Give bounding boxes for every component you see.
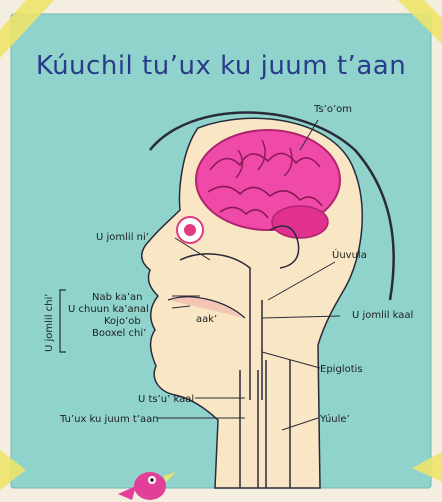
label-u-chuun: U chuun ka’anal: [68, 304, 149, 315]
label-nasal-cavity: U jomlil ni’: [96, 232, 149, 243]
label-oral-cavity-group: U jomlil chi’: [44, 294, 55, 352]
label-uvula: Úuvula: [332, 248, 367, 261]
label-aak: aak’: [196, 314, 217, 325]
label-trachea: Tu’ux ku juum t’aan: [59, 414, 159, 425]
diagram-title: Kúuchil tu’ux ku juum t’aan: [36, 51, 406, 81]
label-epiglottis: Epiglotis: [320, 364, 363, 375]
label-booxel: Booxel chi’: [92, 328, 146, 339]
label-esophagus: Yúule’: [319, 413, 350, 425]
label-kojob: Kojo’ob: [104, 316, 141, 327]
label-brain: Ts’o’om: [313, 104, 352, 115]
eye-icon: [177, 217, 203, 243]
label-larynx: U ts’u’ kaal: [138, 394, 194, 405]
label-nab-kaan: Nab ka’an: [92, 292, 143, 303]
label-pharynx: U jomlil kaal: [352, 310, 413, 321]
